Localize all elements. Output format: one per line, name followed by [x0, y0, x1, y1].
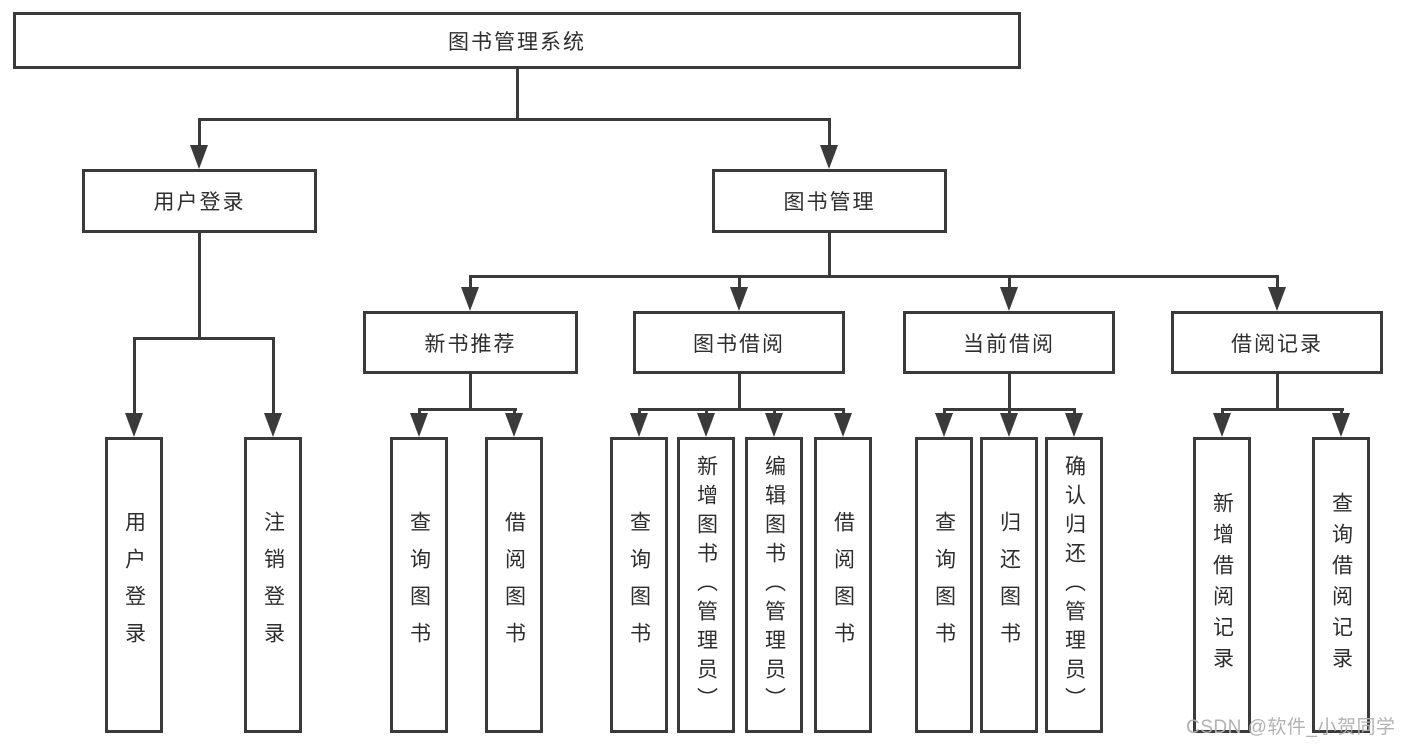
leaf-logout: 注销登录 [244, 437, 302, 733]
arrow-down-icon [1213, 413, 1231, 437]
connector-line [513, 408, 516, 417]
leaf-query-books-borrow: 查询图书 [610, 437, 668, 733]
leaf-borrow-books-recommend: 借阅图书 [485, 437, 543, 733]
node-label: 图书管理系统 [448, 30, 586, 54]
arrow-down-icon [1000, 287, 1018, 311]
arrow-down-icon [125, 413, 143, 437]
node-label: 图书借阅 [693, 332, 785, 356]
leaf-label: 查询图书 [932, 511, 956, 659]
connector-line [738, 275, 741, 291]
csdn-watermark: CSDN @软件_小贺同学 [1186, 717, 1396, 738]
connector-line [133, 337, 136, 419]
leaf-label: 新增借阅记录 [1210, 492, 1234, 678]
leaf-confirm-return-admin: 确认归还（管理员） [1045, 437, 1103, 733]
leaf-label: 查询借阅记录 [1329, 492, 1353, 678]
node-label: 新书推荐 [424, 332, 517, 356]
leaf-edit-books-admin: 编辑图书（管理员） [745, 437, 803, 733]
connector-line [198, 118, 830, 121]
node-book-borrowing: 图书借阅 [633, 311, 845, 374]
connector-line [1008, 408, 1011, 417]
connector-line [842, 408, 845, 417]
node-borrowing-records: 借阅记录 [1171, 311, 1383, 374]
connector-line [638, 408, 641, 417]
leaf-label: 查询图书 [627, 511, 651, 659]
connector-line [828, 233, 831, 275]
connector-line [1008, 374, 1011, 408]
connector-line [773, 408, 776, 417]
leaf-label: 用户登录 [122, 511, 146, 659]
connector-line [418, 408, 421, 417]
connector-line [469, 275, 472, 291]
arrow-down-icon [935, 413, 953, 437]
connector-line [1221, 408, 1224, 417]
arrow-down-icon [630, 413, 648, 437]
arrow-down-icon [1000, 413, 1018, 437]
arrow-down-icon [1065, 413, 1083, 437]
connector-line [1276, 374, 1279, 408]
leaf-label: 确认归还（管理员） [1062, 454, 1086, 716]
leaf-label: 借阅图书 [502, 511, 526, 659]
connector-line [1073, 408, 1076, 417]
leaf-label: 借阅图书 [831, 511, 855, 659]
leaf-label: 新增图书（管理员） [694, 454, 718, 716]
node-label: 借阅记录 [1231, 332, 1323, 356]
connector-line [1340, 408, 1343, 417]
connector-line [516, 69, 519, 118]
connector-line [272, 337, 275, 419]
arrow-down-icon [1332, 413, 1350, 437]
connector-line [1008, 275, 1011, 291]
arrow-down-icon [505, 413, 523, 437]
connector-line [198, 233, 201, 337]
arrow-down-icon [461, 287, 479, 311]
leaf-label: 查询图书 [407, 511, 431, 659]
arrow-down-icon [697, 413, 715, 437]
leaf-label: 编辑图书（管理员） [762, 454, 786, 716]
node-label: 图书管理 [783, 191, 876, 214]
arrow-down-icon [820, 145, 838, 169]
arrow-down-icon [730, 287, 748, 311]
connector-line [198, 118, 201, 151]
node-label: 当前借阅 [963, 332, 1055, 356]
leaf-add-books-admin: 新增图书（管理员） [677, 437, 735, 733]
arrow-down-icon [765, 413, 783, 437]
arrow-down-icon [1268, 287, 1286, 311]
connector-line [738, 374, 741, 408]
leaf-label: 注销登录 [261, 511, 285, 659]
connector-line [469, 275, 1279, 278]
leaf-borrow-books: 借阅图书 [814, 437, 872, 733]
connector-line [638, 408, 845, 411]
arrow-down-icon [834, 413, 852, 437]
leaf-return-books: 归还图书 [980, 437, 1038, 733]
node-label: 用户登录 [153, 191, 246, 214]
connector-line [1276, 275, 1279, 291]
leaf-add-borrow-record: 新增借阅记录 [1193, 437, 1251, 733]
connector-line [705, 408, 708, 417]
leaf-query-borrow-record: 查询借阅记录 [1312, 437, 1370, 733]
leaf-query-books-current: 查询图书 [915, 437, 973, 733]
connector-line [469, 374, 472, 408]
node-book-management: 图书管理 [712, 169, 947, 233]
node-user-login: 用户登录 [82, 169, 317, 233]
arrow-down-icon [410, 413, 428, 437]
node-new-book-recommendation: 新书推荐 [363, 311, 578, 374]
leaf-label: 归还图书 [997, 511, 1021, 659]
leaf-query-books-recommend: 查询图书 [390, 437, 448, 733]
connector-line [133, 337, 275, 340]
arrow-down-icon [190, 145, 208, 169]
node-current-borrowing: 当前借阅 [903, 311, 1115, 374]
leaf-user-login: 用户登录 [105, 437, 163, 733]
node-library-management-system: 图书管理系统 [13, 12, 1021, 69]
connector-line [418, 408, 517, 411]
connector-line [943, 408, 946, 417]
connector-line [1221, 408, 1344, 411]
arrow-down-icon [264, 413, 282, 437]
connector-line [828, 118, 831, 151]
